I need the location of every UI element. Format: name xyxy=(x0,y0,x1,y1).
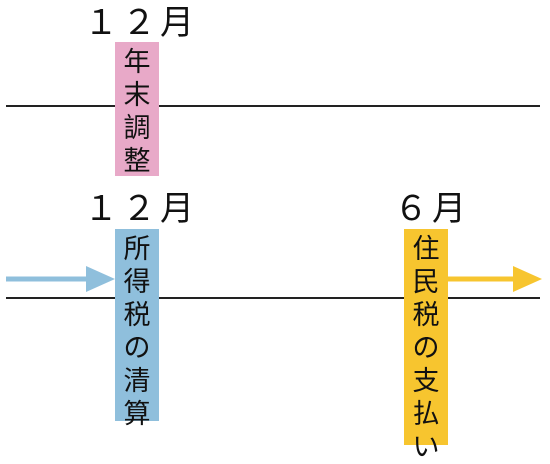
outgoing-arrow-icon xyxy=(445,266,542,292)
income-tax-settlement-char: の xyxy=(123,333,151,364)
resident-tax-payment-char: 住 xyxy=(412,234,440,265)
year-end-adjustment-char: 年 xyxy=(123,47,151,78)
year-end-adjustment-char: 整 xyxy=(123,146,151,177)
income-tax-settlement-char: 得 xyxy=(123,267,151,298)
income-tax-settlement-char: 所 xyxy=(123,234,151,265)
top-month-label: １２月 xyxy=(84,3,198,43)
resident-tax-payment-char: の xyxy=(412,333,440,364)
income-tax-settlement-char: 算 xyxy=(123,399,151,430)
income-tax-settlement-char: 清 xyxy=(123,366,151,397)
outgoing-arrow-head xyxy=(513,266,542,292)
year-end-adjustment-char: 末 xyxy=(123,80,151,111)
year-end-adjustment-box: 年 末 調 整 xyxy=(115,42,159,177)
resident-tax-payment-box: 住 民 税 の 支 払 い xyxy=(404,229,448,463)
incoming-arrow-icon xyxy=(6,266,115,292)
incoming-arrow-head xyxy=(86,266,115,292)
resident-tax-payment-char: い xyxy=(412,432,440,463)
bottom-timeline-line xyxy=(6,297,540,299)
resident-tax-payment-char: 支 xyxy=(412,366,440,397)
resident-tax-payment-char: 民 xyxy=(412,267,440,298)
resident-tax-payment-char: 税 xyxy=(412,300,440,331)
bottom-left-month-label: １２月 xyxy=(84,189,198,229)
resident-tax-payment-char: 払 xyxy=(412,399,440,430)
income-tax-settlement-box: 所 得 税 の 清 算 xyxy=(115,229,159,430)
income-tax-settlement-char: 税 xyxy=(123,300,151,331)
bottom-right-month-label: ６月 xyxy=(394,189,470,229)
top-timeline-line xyxy=(6,105,540,107)
year-end-adjustment-char: 調 xyxy=(123,113,151,144)
